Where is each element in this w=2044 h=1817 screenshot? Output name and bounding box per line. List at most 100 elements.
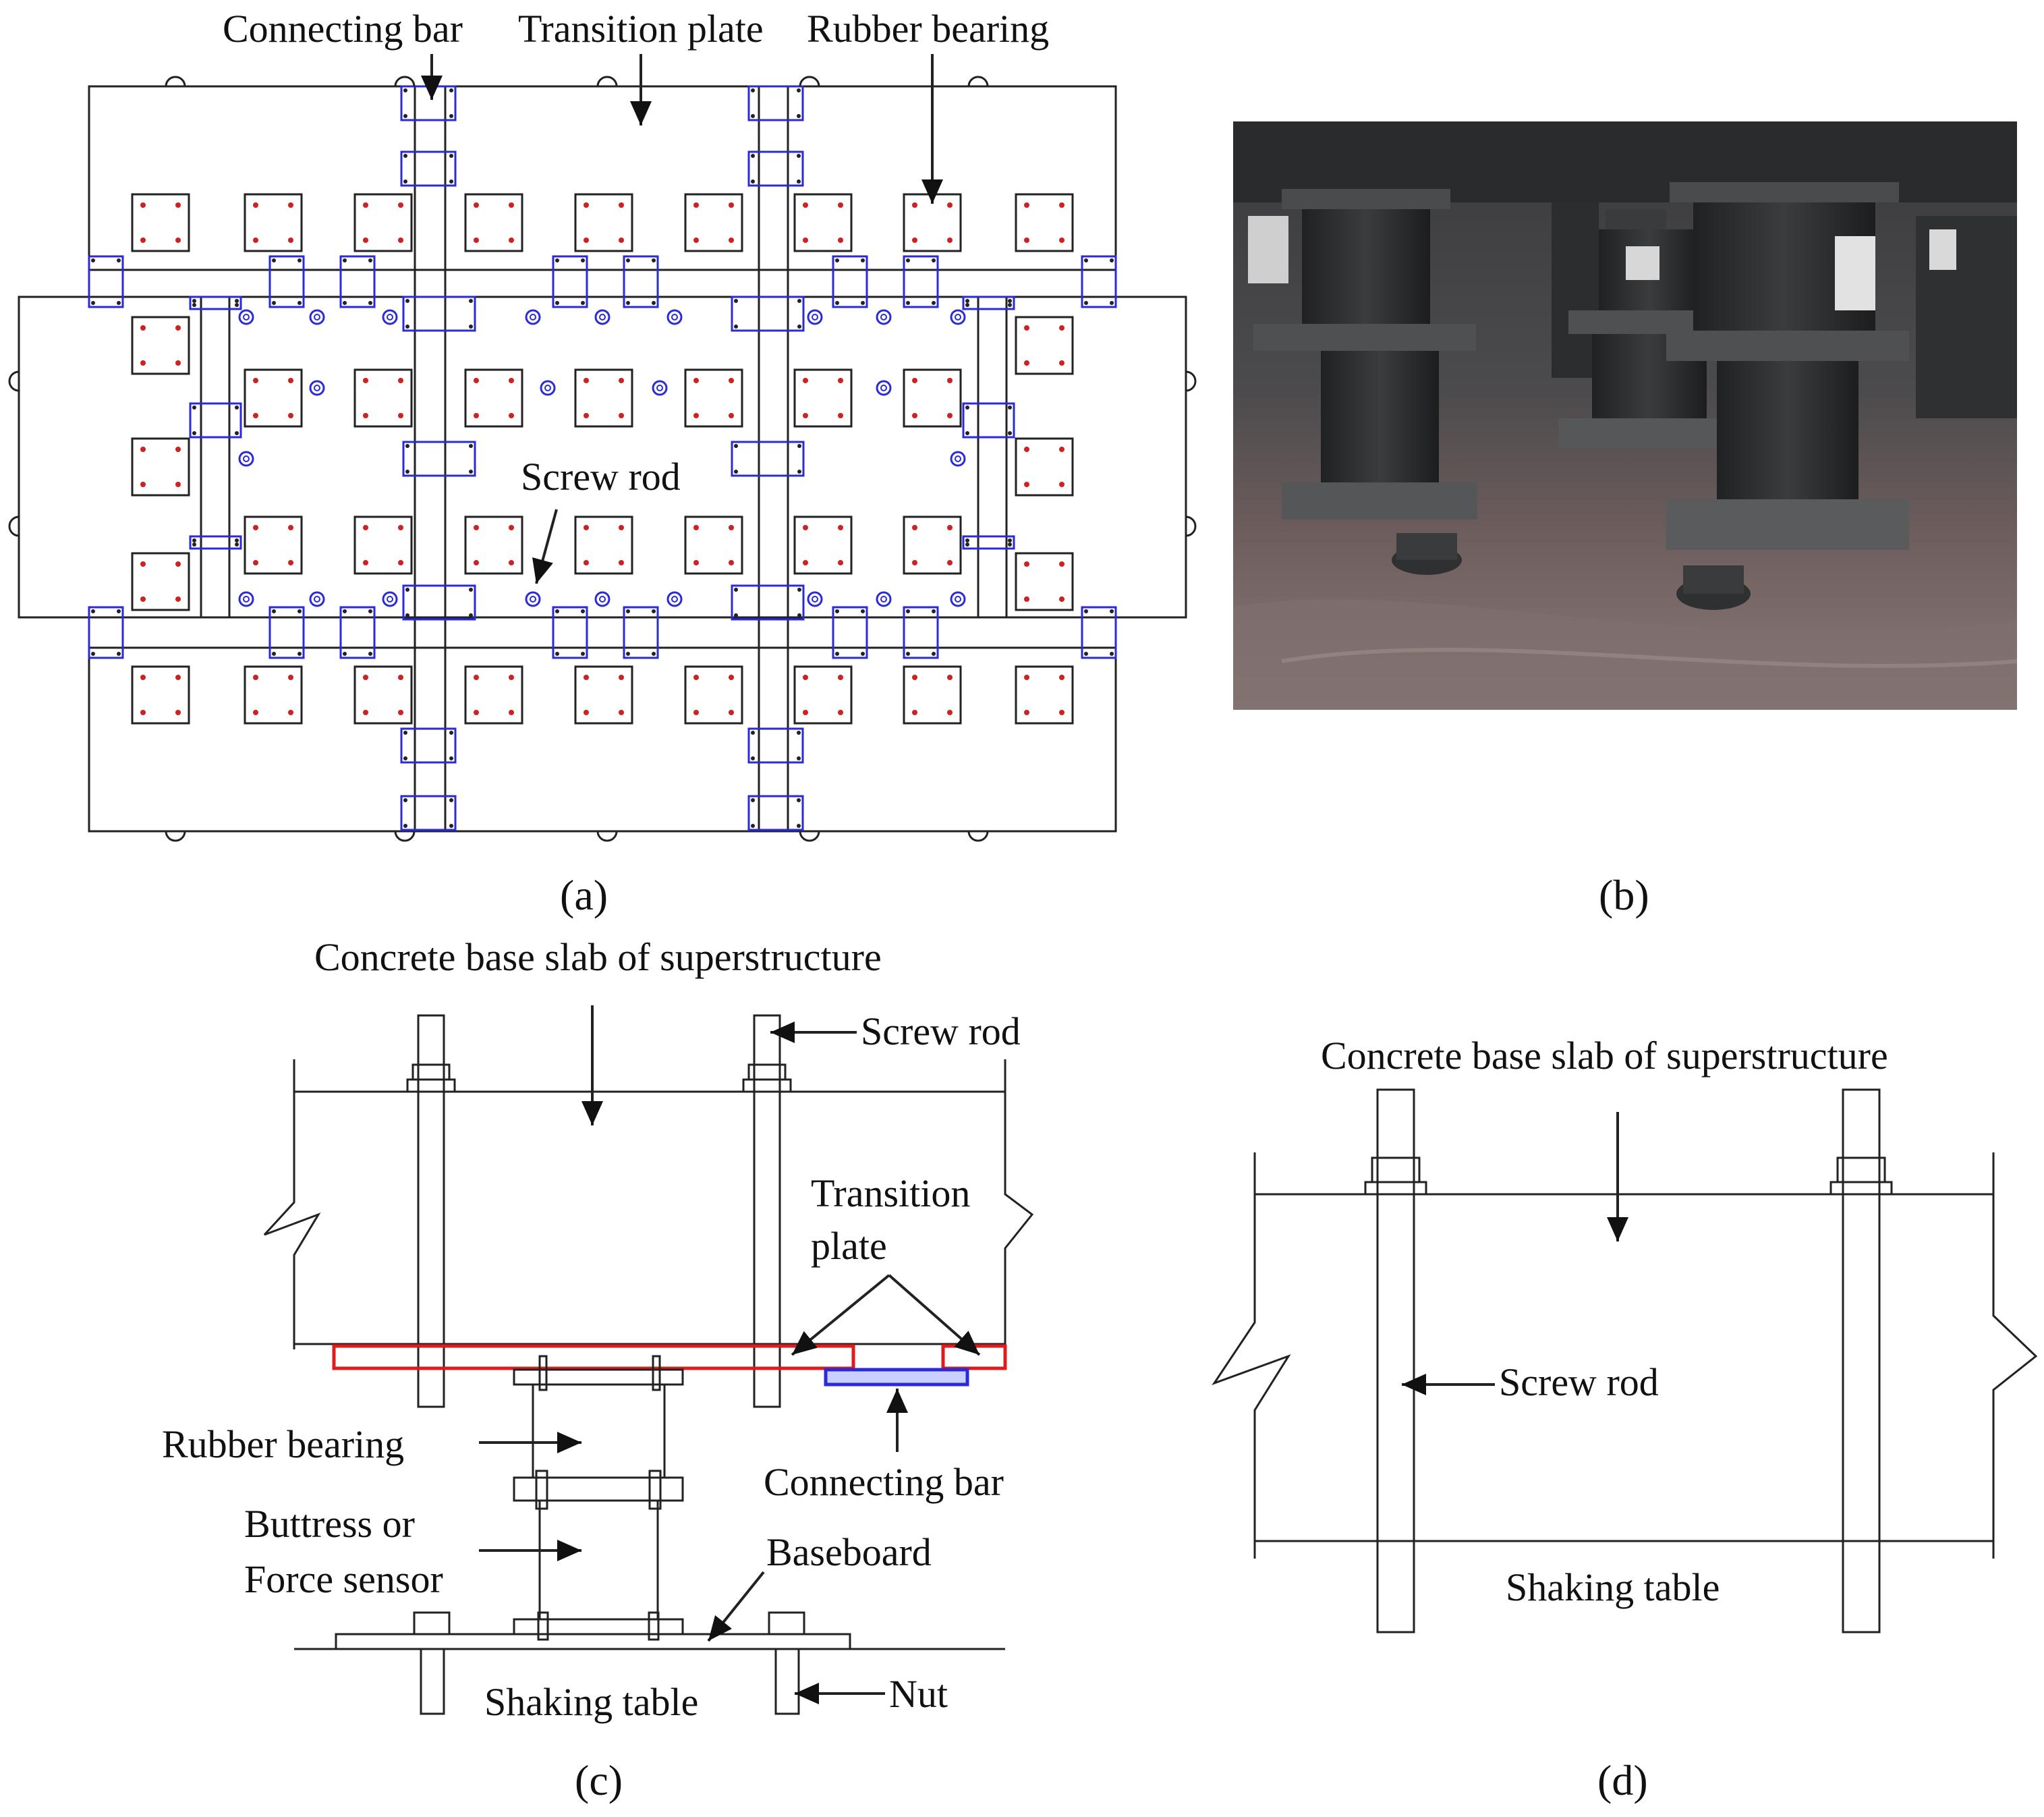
bar-bolt [272, 652, 276, 656]
screw-rod-inner [314, 596, 320, 603]
bearing-bolt [693, 202, 699, 208]
bearing-bolt [253, 237, 258, 243]
bar-bolt [797, 154, 801, 158]
rubber-bearing-square [244, 368, 303, 428]
bar-bolt [405, 444, 409, 448]
connecting-bar [832, 606, 868, 659]
connecting-bar [552, 255, 588, 308]
connecting-bar [88, 255, 124, 308]
connecting-bar [88, 606, 124, 659]
bearing-bolt [803, 237, 808, 243]
bar-bolt [932, 258, 936, 262]
bearing-bolt [1059, 710, 1064, 715]
label-rubber-bearing-a: Rubber bearing [807, 7, 1049, 51]
bearing-bolt [288, 237, 293, 243]
bar-bolt [469, 299, 473, 303]
connecting-bar [1081, 606, 1117, 659]
screw-rod-left-c [406, 1014, 456, 1408]
bearing-bolt [1024, 561, 1029, 567]
baseboard-c [335, 1633, 851, 1650]
bar-bolt [797, 613, 801, 617]
bar-bolt [91, 652, 95, 656]
screw-rod-inner [955, 314, 961, 320]
bar-bolt [297, 301, 302, 305]
rubber-bearing-square [353, 515, 413, 575]
plan-connecting-bars [88, 85, 1117, 831]
caption-a: (a) [560, 871, 608, 919]
lifting-lug [967, 831, 989, 842]
screw-rod-inner [671, 596, 678, 603]
screw-rod-circle [525, 309, 541, 325]
bearing-bolt [584, 525, 589, 530]
rubber-bearing-square [903, 665, 962, 725]
rubber-bearing-square [684, 368, 743, 428]
bearing-bolt [1024, 202, 1029, 208]
connecting-bar [552, 606, 588, 659]
screw-rod-inner [955, 596, 961, 603]
bearing-bolt [509, 378, 514, 383]
bar-bolt [343, 652, 347, 656]
rubber-bearing-square [793, 665, 853, 725]
bar-bolt [403, 756, 407, 760]
rubber-bearing-square [684, 515, 743, 575]
bar-bolt [626, 652, 630, 656]
panel-a-plan-view: Connecting bar Transition plate Rubber b… [8, 7, 1197, 919]
arrow-screw-rod-a [532, 509, 558, 584]
bar-bolt [652, 652, 656, 656]
connecting-bar [962, 402, 1015, 439]
connecting-bar [747, 150, 804, 187]
arrow-transition-c-left [791, 1274, 890, 1356]
bar-bolt [117, 301, 121, 305]
bearing-bolt [140, 325, 146, 331]
bearing-bolt [584, 378, 589, 383]
connecting-bar [747, 85, 804, 121]
bearing-bolt [912, 202, 917, 208]
bearing-bolt [838, 560, 843, 565]
bar-bolt [1008, 542, 1012, 547]
label-slab-d: Concrete base slab of superstructure [1321, 1034, 1888, 1078]
connecting-bar [268, 255, 305, 308]
bearing-bolt [1059, 325, 1064, 331]
bearing-bolt [140, 710, 146, 715]
screw-rod-inner [314, 314, 320, 320]
screw-rod-inner [671, 314, 678, 320]
bearing-bolt [288, 378, 293, 383]
bearing-bolt [398, 710, 403, 715]
bearing-bolt [1024, 325, 1029, 331]
bearing-bolt [509, 237, 514, 243]
bearing-bolt [1059, 561, 1064, 567]
rubber-bearing-square [353, 665, 413, 725]
bearing-bolt [584, 202, 589, 208]
label-transition-c-2: plate [811, 1224, 887, 1268]
lifting-lug [1185, 515, 1197, 537]
panel-d-section: Concrete base slab of superstructure Scr… [1212, 1034, 2038, 1804]
screw-rod-circle [594, 309, 611, 325]
bar-bolt [751, 179, 755, 184]
screw-rod-circle [807, 309, 823, 325]
arrow-transition-c-right [888, 1274, 981, 1356]
screw-rod-inner [599, 596, 606, 603]
bar-bolt [117, 609, 121, 613]
lifting-lug [165, 76, 186, 87]
screw-rod-inner [955, 455, 961, 462]
bearing-bolt [803, 710, 808, 715]
bearing-bolt [803, 560, 808, 565]
bar-bolt [965, 431, 969, 435]
screw-rod-inner [656, 385, 663, 391]
bearing-bolt [947, 202, 953, 208]
bar-bolt [751, 731, 755, 735]
screw-rod-circle [666, 309, 683, 325]
bar-bolt [91, 301, 95, 305]
bearing-bolt [1059, 482, 1064, 487]
screw-rod-circle [309, 591, 325, 607]
bar-bolt [235, 542, 239, 547]
bar-bolt [797, 824, 801, 828]
connecting-bar [731, 296, 805, 332]
bearing-bolt [175, 710, 181, 715]
bearing-bolt [619, 560, 624, 565]
label-transition-c-1: Transition [811, 1171, 970, 1215]
bar-bolt [751, 824, 755, 828]
bearing-bolt [584, 413, 589, 418]
bar-bolt [403, 798, 407, 802]
bearing-bolt [253, 710, 258, 715]
